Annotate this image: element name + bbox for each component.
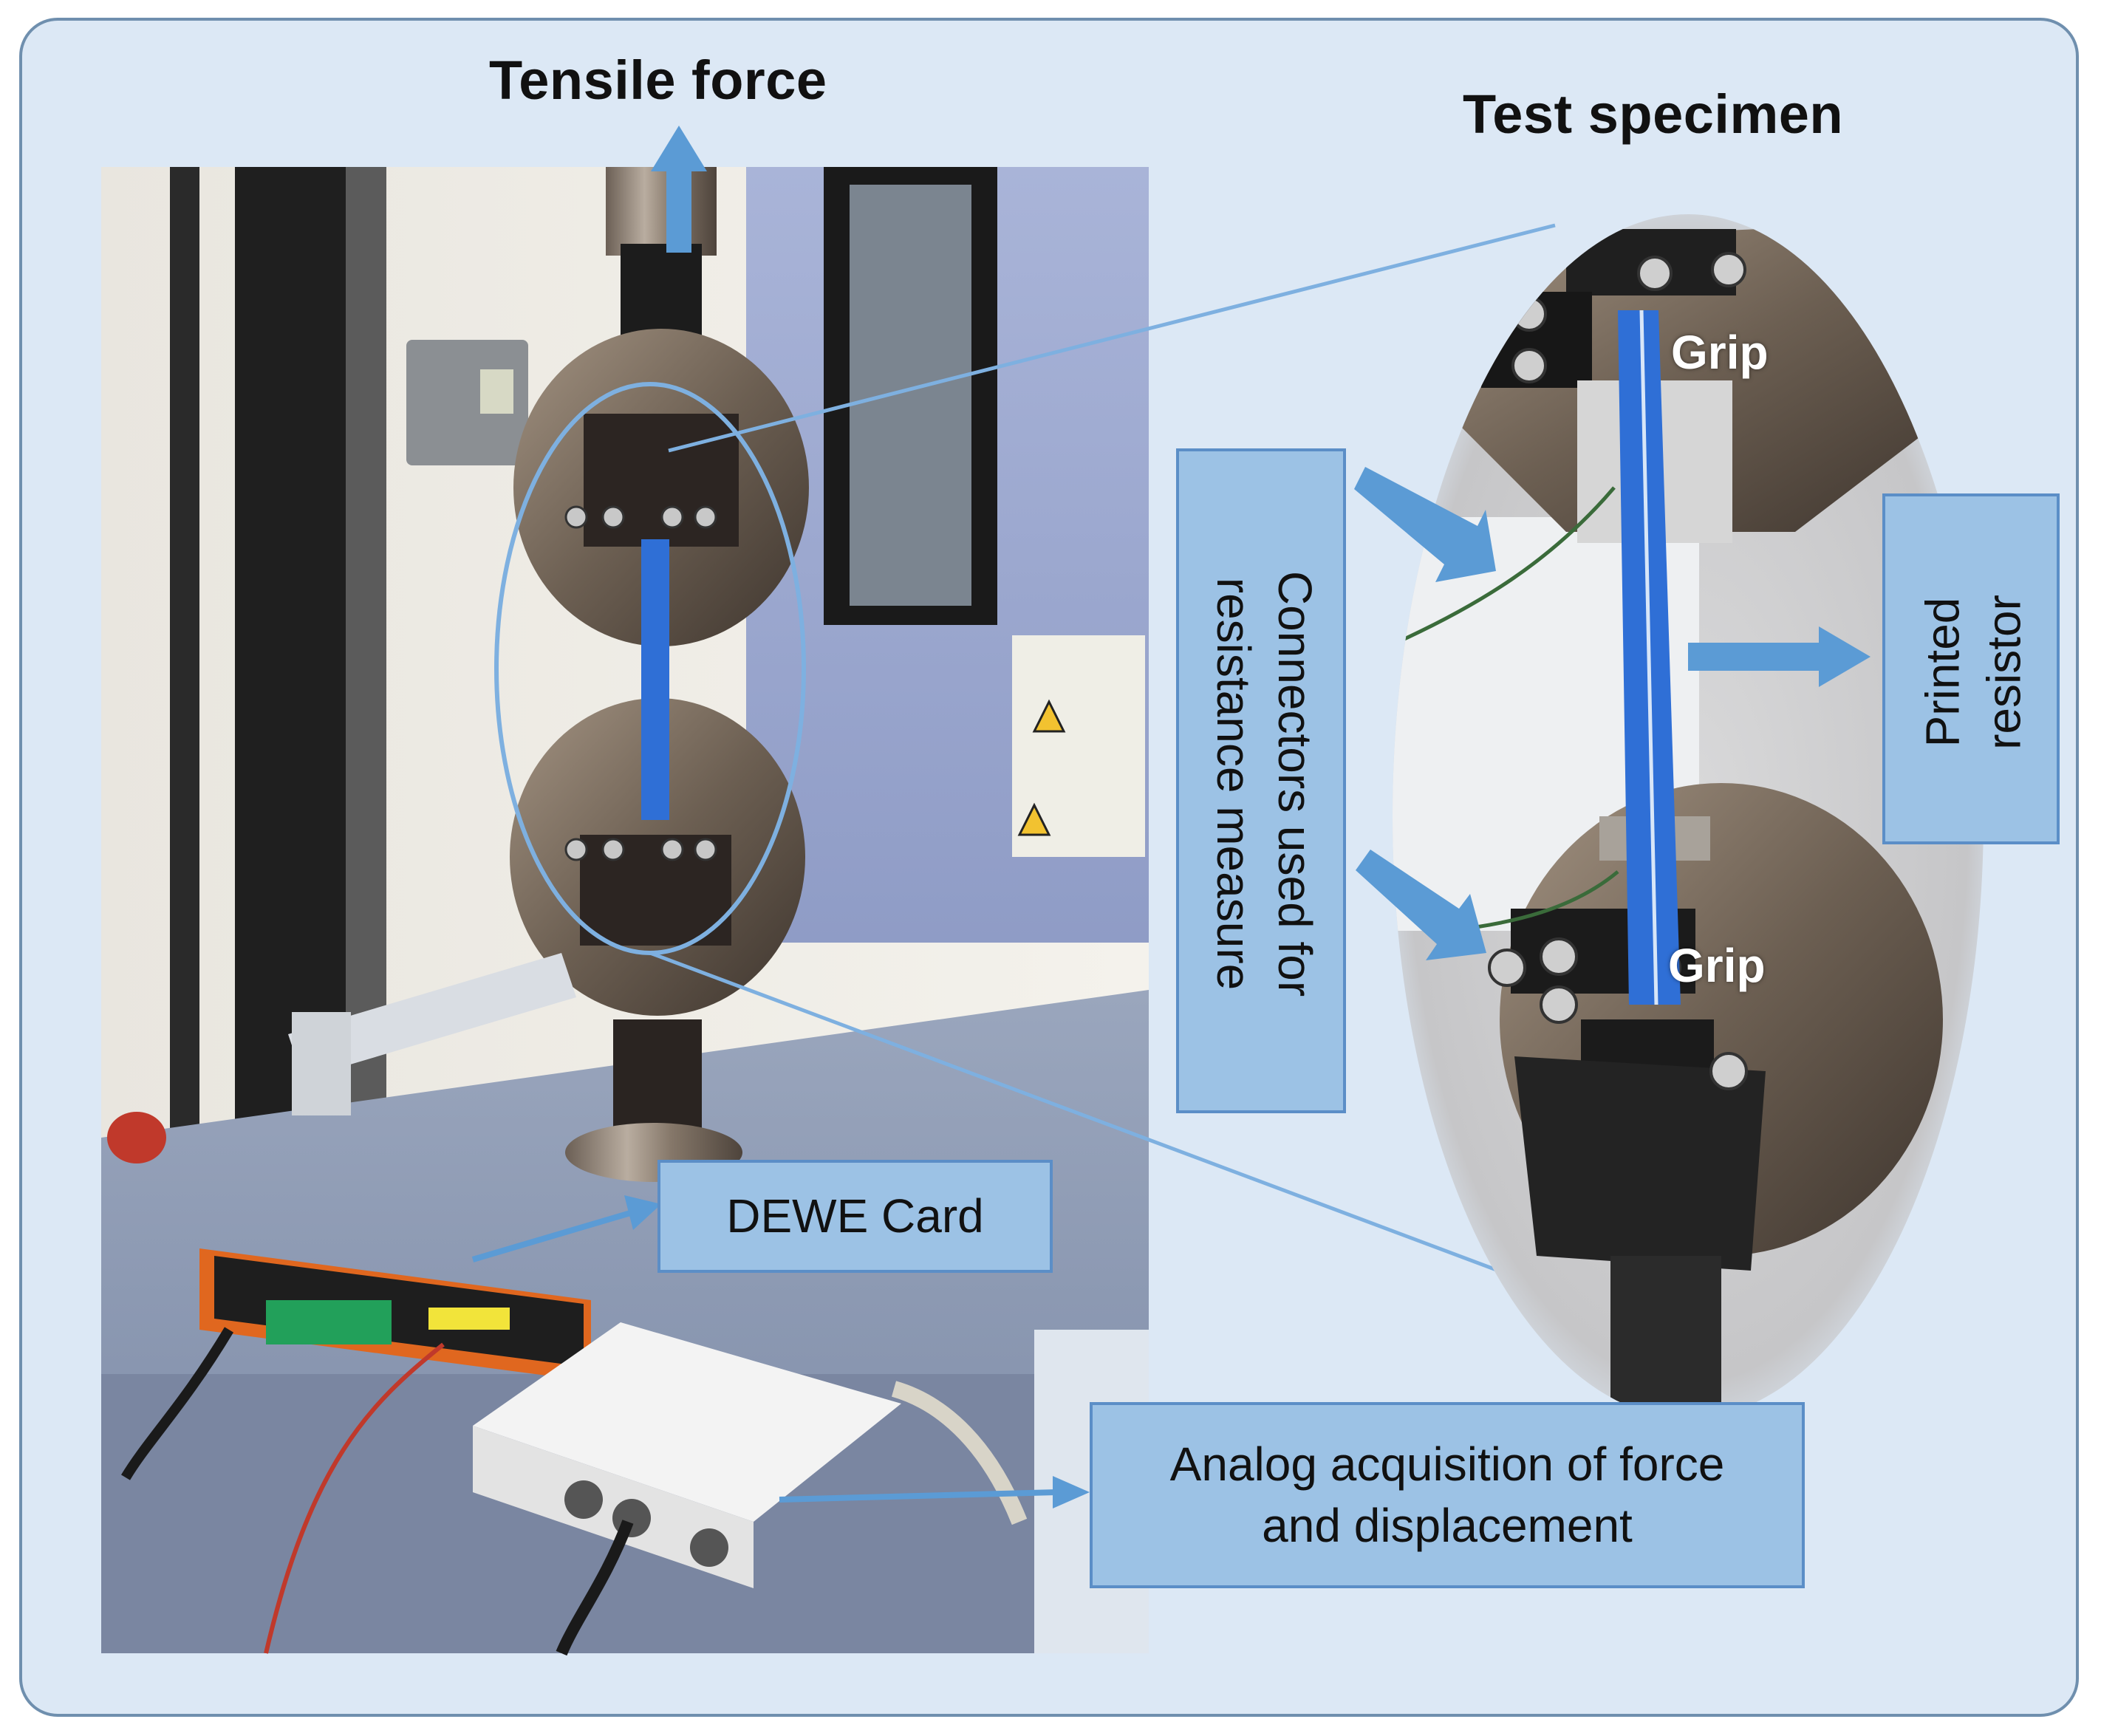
- dewe-card-label: DEWE Card: [726, 1189, 984, 1243]
- connectors-label-line1: Connectors used for: [1268, 570, 1322, 997]
- zoom-line-bottom: [649, 951, 1578, 1302]
- printed-resistor-line2: resistor: [1977, 595, 2031, 750]
- zoom-line-top: [668, 223, 1556, 453]
- zoom-view: [1393, 214, 1984, 1418]
- dewe-card-label-box: DEWE Card: [657, 1160, 1053, 1273]
- connectors-label-line2: resistance measure: [1207, 577, 1260, 991]
- grip-label-bottom: Grip: [1668, 939, 1766, 992]
- analog-label-line1: Analog acquisition of force: [1169, 1437, 1725, 1491]
- lab-photo: [101, 167, 1149, 1656]
- connectors-label-box: Connectors used for resistance measure: [1176, 448, 1346, 1113]
- connector-arrow-bottom: [1356, 850, 1486, 960]
- analog-label-line2: and displacement: [1262, 1499, 1633, 1552]
- analog-acquisition-label-box: Analog acquisition of force and displace…: [1090, 1402, 1805, 1588]
- test-specimen-heading: Test specimen: [1463, 83, 1844, 145]
- analog-arrow: [779, 1476, 1090, 1508]
- connector-arrow-top: [1354, 467, 1496, 582]
- dewe-card-arrow: [471, 1195, 661, 1262]
- grip-label-top: Grip: [1671, 326, 1769, 379]
- printed-resistor-line1: Printed: [1916, 597, 1970, 748]
- tensile-force-arrow: [651, 126, 707, 253]
- resistor-arrow: [1688, 626, 1871, 687]
- printed-resistor-label-box: Printed resistor: [1882, 493, 2060, 844]
- tensile-force-heading: Tensile force: [489, 49, 827, 111]
